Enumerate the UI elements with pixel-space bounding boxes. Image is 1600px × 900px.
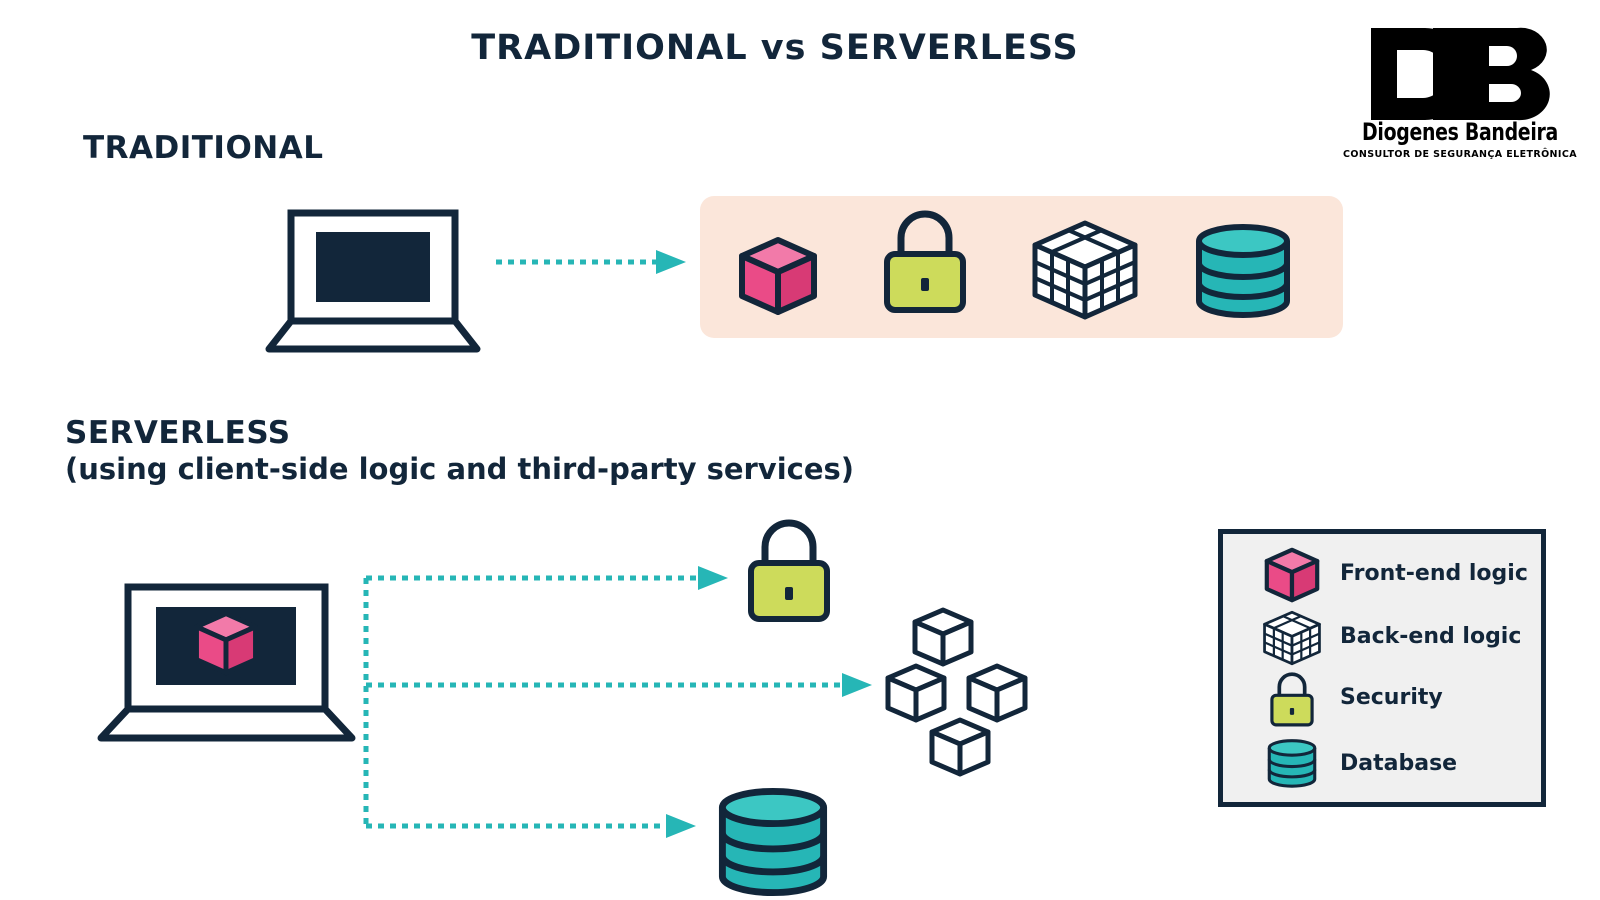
serverless-label: SERVERLESS xyxy=(65,415,291,451)
connector-arrow xyxy=(496,250,686,274)
back-end-logic-icon xyxy=(888,610,1025,774)
legend-label: Database xyxy=(1340,751,1458,776)
legend-label: Back-end logic xyxy=(1340,624,1522,649)
db-monogram-icon xyxy=(1371,27,1550,121)
legend-label: Security xyxy=(1340,685,1443,710)
brand-tagline: CONSULTOR DE SEGURANÇA ELETRÔNICA xyxy=(1343,149,1577,160)
brand-logo xyxy=(1367,14,1557,124)
legend-label: Front-end logic xyxy=(1340,561,1528,586)
database-icon xyxy=(722,791,823,892)
branch-connectors xyxy=(363,566,872,838)
security-icon xyxy=(1270,672,1314,727)
legend: Front-end logic Back-end logic Security … xyxy=(1218,529,1546,807)
security-icon xyxy=(751,523,827,619)
brand-name: Diogenes Bandeira xyxy=(1362,118,1558,146)
legend-item-security: Security xyxy=(1223,671,1541,727)
page-title: TRADITIONAL vs SERVERLESS xyxy=(471,28,1079,68)
back-end-logic-icon xyxy=(1263,610,1321,666)
front-end-logic-icon xyxy=(1261,547,1323,603)
database-icon xyxy=(1267,739,1317,788)
serverless-sublabel: (using client-side logic and third-party… xyxy=(65,452,855,486)
legend-item-back-end: Back-end logic xyxy=(1223,610,1541,666)
traditional-label: TRADITIONAL xyxy=(83,130,324,166)
laptop-with-frontend-icon xyxy=(97,583,356,742)
legend-item-front-end: Front-end logic xyxy=(1223,547,1541,603)
legend-item-database: Database xyxy=(1223,737,1541,793)
